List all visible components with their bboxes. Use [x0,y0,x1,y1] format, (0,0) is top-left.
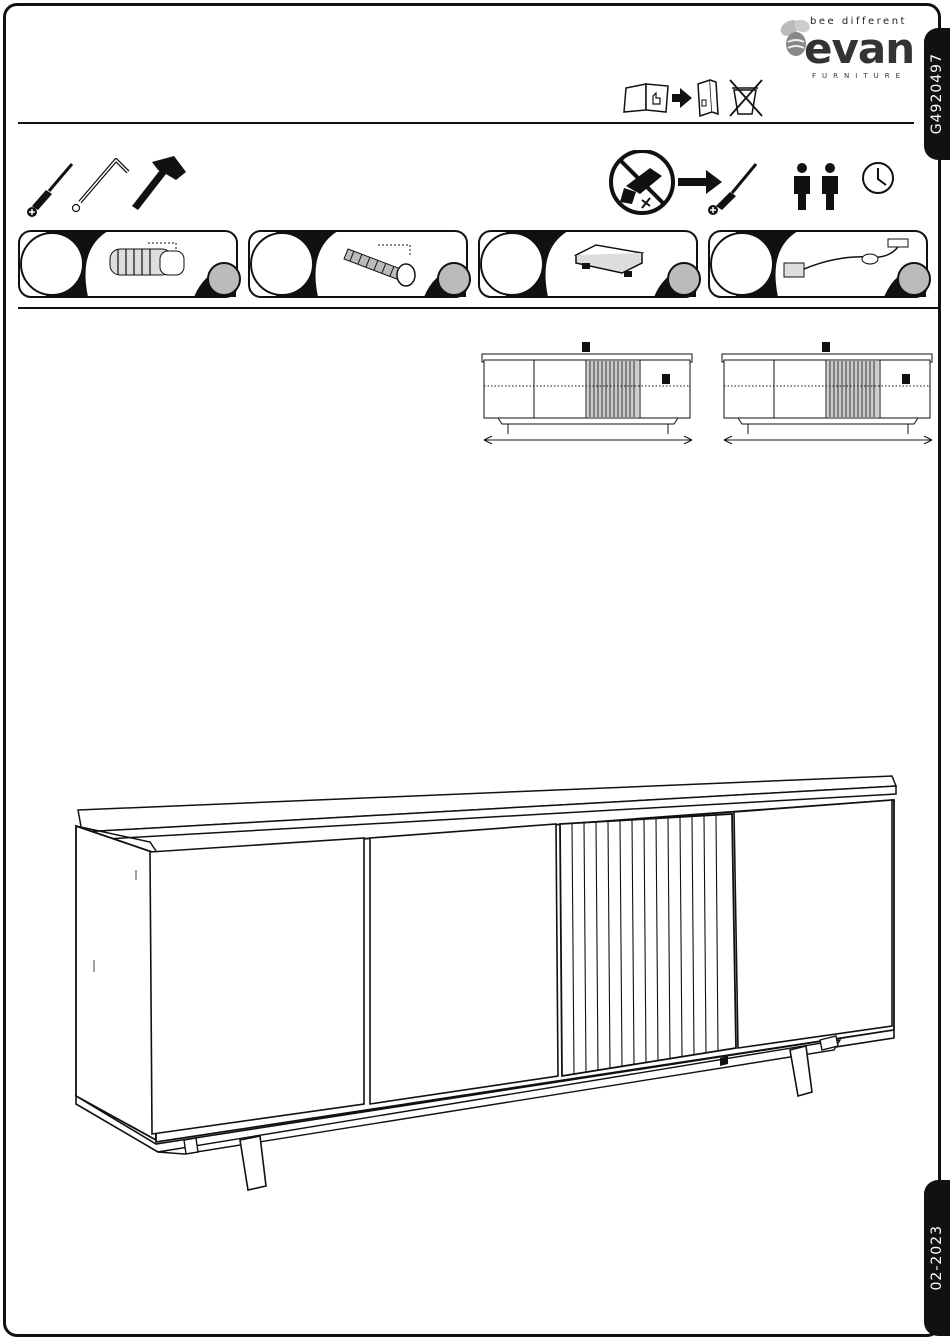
header-divider [18,122,914,124]
overview-icons [478,334,948,454]
arrow-right-icon [678,170,722,194]
screwdriver-icon [708,164,756,215]
open-manual-icon [624,84,668,112]
document-date-tab: 02-2023 [924,1180,950,1336]
no-power-drill-icon [611,151,673,213]
clock-icon [863,163,893,193]
no-trash-bin-icon [730,80,762,116]
sideboard-weight-limit-icon [482,342,692,444]
part-box-2 [249,231,470,297]
brand-subtitle: FURNITURE [812,72,906,80]
sideboard-illustration [60,760,920,1200]
info-icons [606,150,906,220]
phillips-screwdriver-icon [27,164,72,217]
brand-logo: bee different evan FURNITURE [776,14,922,84]
part-box-4 [709,231,930,297]
document-date: 02-2023 [929,1225,945,1291]
arrow-right-icon [672,88,692,108]
allen-key-icon [73,160,129,212]
brand-name: evan [804,24,914,73]
sideboard-weight-limit-icon-2 [722,342,932,444]
document-code: G4920497 [929,53,945,134]
required-tools [24,154,194,220]
keep-binder-icon [698,80,718,116]
parts-divider [18,307,938,309]
hammer-icon [132,156,186,210]
document-code-tab: G4920497 [924,28,950,160]
part-box-3 [479,231,700,297]
part-box-1 [19,231,240,297]
header-icons [622,78,772,118]
parts-row [18,229,938,301]
two-persons-icon [794,163,838,210]
